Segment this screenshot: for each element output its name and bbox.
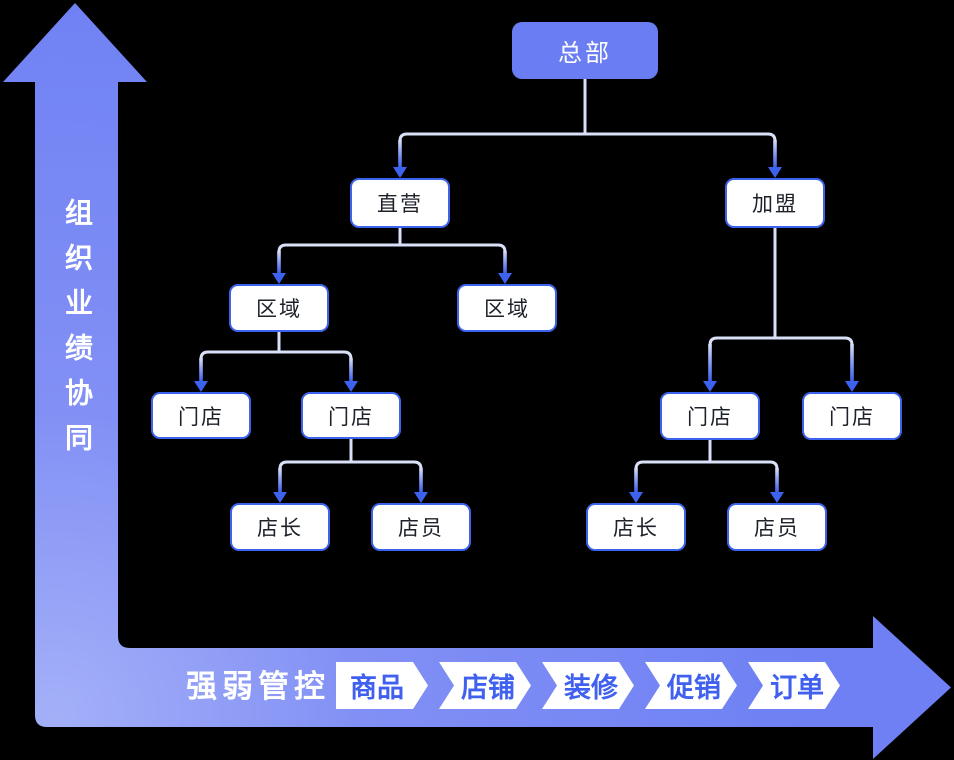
org-node-store-2: 门店 <box>301 392 401 439</box>
vertical-axis-label: 组织业绩协同 <box>62 198 93 468</box>
org-node-manager-1: 店长 <box>230 503 330 551</box>
control-flow-strip: 商品 店铺 装修 促销 订单 <box>336 662 840 709</box>
org-node-store-4: 门店 <box>802 392 902 440</box>
horizontal-axis-label: 强弱管控 <box>186 669 330 704</box>
axes-arrow-shape <box>3 3 951 759</box>
org-node-direct-sales: 直营 <box>350 178 450 228</box>
org-node-region-2: 区域 <box>457 284 557 332</box>
org-node-store-1: 门店 <box>151 392 251 439</box>
org-node-region-1: 区域 <box>229 284 329 332</box>
org-node-clerk-1: 店员 <box>371 503 471 551</box>
flow-item-stores: 店铺 <box>439 662 531 709</box>
org-node-manager-2: 店长 <box>586 503 686 551</box>
org-node-clerk-2: 店员 <box>727 503 827 551</box>
org-node-store-3: 门店 <box>660 392 760 440</box>
org-connector-arrowheads <box>194 140 859 503</box>
org-node-franchise: 加盟 <box>725 178 825 228</box>
flow-item-products: 商品 <box>336 662 428 709</box>
flow-item-decoration: 装修 <box>542 662 634 709</box>
flow-item-promotion: 促销 <box>645 662 737 709</box>
flow-item-orders: 订单 <box>748 662 840 709</box>
org-connectors <box>199 77 854 471</box>
org-node-headquarters: 总部 <box>512 22 658 79</box>
